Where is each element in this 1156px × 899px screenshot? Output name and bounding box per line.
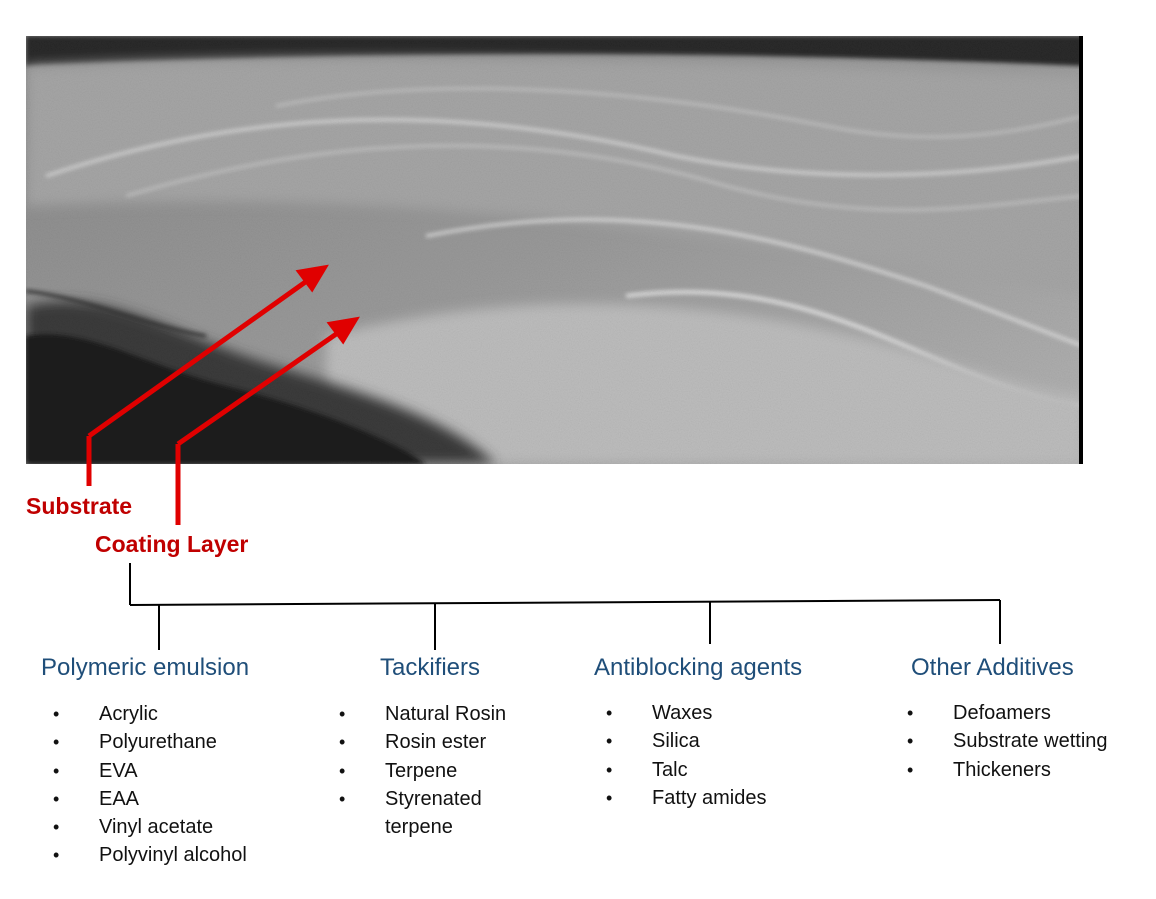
list-tackifiers: Natural Rosin Rosin ester Terpene Styren… (339, 700, 506, 841)
arrow-substrate (86, 264, 329, 464)
category-tackifiers: Tackifiers (380, 654, 481, 681)
list-item: Terpene (339, 757, 506, 786)
list-item: EVA (53, 757, 247, 786)
list-item: Silica (606, 727, 766, 756)
category-other-additives: Other Additives (911, 654, 1074, 681)
list-antiblocking-agents: Waxes Silica Talc Fatty amides (606, 699, 766, 812)
list-item: EAA (53, 785, 247, 814)
list-item: Vinyl acetate (53, 813, 247, 842)
list-item: Thickeners (907, 756, 1108, 785)
sem-micrograph (26, 36, 1083, 464)
category-antiblocking-agents: Antiblocking agents (594, 654, 803, 681)
list-item: Styrenated terpene (339, 785, 506, 842)
list-item: Rosin ester (339, 728, 506, 757)
list-other-additives: Defoamers Substrate wetting Thickeners (907, 699, 1108, 784)
sem-image (26, 36, 1083, 464)
list-item: Waxes (606, 699, 766, 728)
list-polymeric-emulsion: Acrylic Polyurethane EVA EAA Vinyl aceta… (53, 700, 247, 870)
substrate-label: Substrate (26, 493, 133, 519)
category-polymeric-emulsion: Polymeric emulsion (41, 654, 250, 681)
coating-layer-label: Coating Layer (95, 531, 249, 557)
list-item: Substrate wetting (907, 727, 1108, 756)
list-item: Polyurethane (53, 728, 247, 757)
list-item: Talc (606, 756, 766, 785)
list-item: Polyvinyl alcohol (53, 841, 247, 870)
list-item: Defoamers (907, 699, 1108, 728)
arrow-coating-layer (175, 316, 360, 464)
list-item: Fatty amides (606, 784, 766, 813)
list-item: Acrylic (53, 700, 247, 729)
list-item: Natural Rosin (339, 700, 506, 729)
